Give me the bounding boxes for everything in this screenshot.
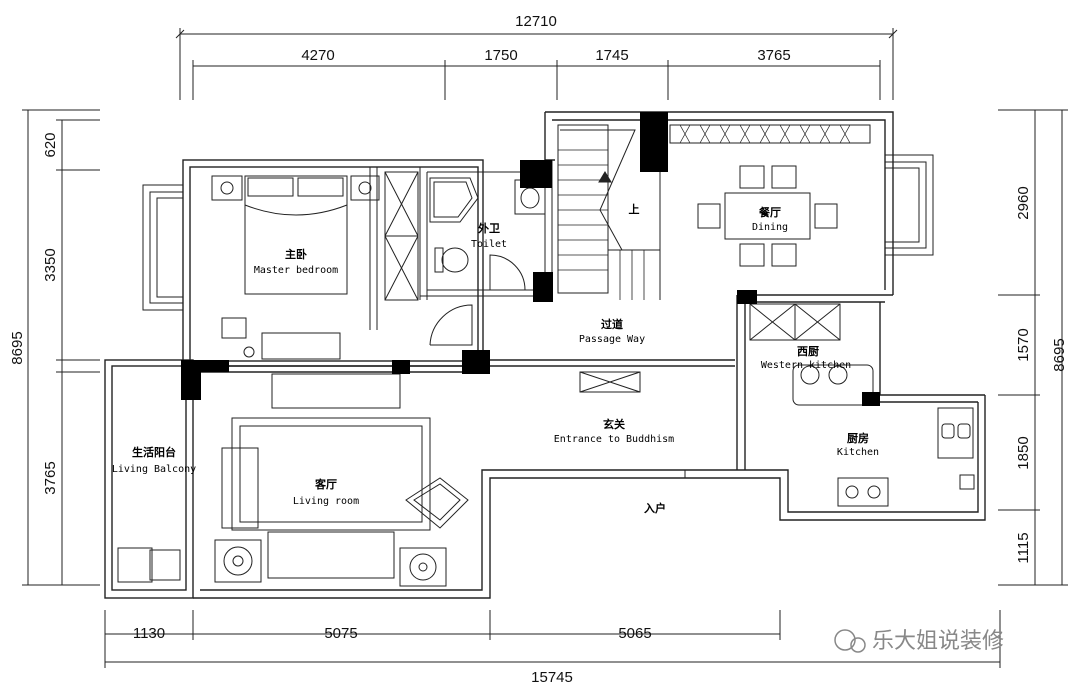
kitchen-fixtures <box>837 407 975 507</box>
dim-left-1: 620 <box>42 132 59 157</box>
bottom-dimension-lines <box>104 610 1001 668</box>
dim-bottom-1: 1130 <box>133 625 165 642</box>
wechat-icon <box>834 629 856 651</box>
western-kitchen-label-cn: 西厨 <box>797 345 819 358</box>
dim-bottom-total: 15745 <box>531 669 573 686</box>
dining-label-cn: 餐厅 <box>758 205 781 219</box>
wardrobe <box>384 171 419 301</box>
dim-right-1: 2960 <box>1015 186 1032 219</box>
dim-top-total: 12710 <box>515 13 557 30</box>
master-bed <box>211 175 380 360</box>
dim-bottom-2: 5075 <box>324 625 357 642</box>
living-room-label-cn: 客厅 <box>314 477 337 491</box>
master-bedroom-label-en: Master bedroom <box>254 265 338 276</box>
dim-right-4: 1115 <box>1015 532 1032 563</box>
staircase <box>557 124 661 300</box>
dining-cabinet <box>669 124 871 144</box>
entrance-label-en: Entrance to Buddhism <box>554 434 674 445</box>
dim-right-3: 1850 <box>1015 436 1032 469</box>
entrance-label-cn: 玄关 <box>603 417 625 431</box>
top-dimension-lines <box>175 28 898 100</box>
entry-door <box>490 469 780 479</box>
structural-columns <box>181 112 880 406</box>
western-kitchen-fixtures <box>749 303 874 406</box>
balcony-fixtures <box>117 547 181 583</box>
dimension-texts: 12710 4270 1750 1745 3765 1130 5075 5065… <box>9 13 1068 686</box>
dim-top-1: 4270 <box>301 47 334 64</box>
kitchen-label-en: Kitchen <box>837 447 879 458</box>
dining-table <box>697 165 838 267</box>
dining-label-en: Dining <box>752 222 788 233</box>
dim-top-2: 1750 <box>484 47 517 64</box>
toilet-label-en: Toilet <box>471 239 507 250</box>
left-dimension-lines <box>22 109 100 586</box>
passage-label-cn: 过道 <box>601 317 623 331</box>
kitchen-label-cn: 厨房 <box>847 431 869 445</box>
bay-window-dining <box>885 154 934 256</box>
room-labels: 主卧 Master bedroom 外卫 Toilet 上 餐厅 Dining … <box>112 202 879 515</box>
dim-right-total: 8695 <box>1051 338 1068 371</box>
entry-label-cn: 入户 <box>644 501 666 515</box>
dim-left-total: 8695 <box>9 331 26 364</box>
dim-bottom-3: 5065 <box>618 625 651 642</box>
entrance-cabinet <box>429 304 641 393</box>
watermark-text: 乐大姐说装修 <box>872 629 1004 654</box>
western-kitchen-label-en: Western kitchen <box>761 360 851 371</box>
master-bedroom-label-cn: 主卧 <box>285 247 307 261</box>
right-dimension-lines <box>998 109 1068 586</box>
dim-left-2: 3350 <box>42 248 59 281</box>
living-balcony-label-cn: 生活阳台 <box>132 445 176 459</box>
living-room-label-en: Living room <box>293 496 359 507</box>
dim-top-4: 3765 <box>757 47 790 64</box>
stairs-label-cn: 上 <box>629 202 640 216</box>
dim-right-2: 1570 <box>1015 328 1032 361</box>
watermark: 乐大姐说装修 <box>834 629 1004 654</box>
bay-window-bedroom <box>142 184 183 311</box>
living-balcony-label-en: Living Balcony <box>112 464 196 475</box>
passage-label-en: Passage Way <box>579 334 645 345</box>
toilet-label-cn: 外卫 <box>477 221 500 235</box>
dim-top-3: 1745 <box>595 47 628 64</box>
living-room-furniture <box>214 373 469 587</box>
dim-left-3: 3765 <box>42 461 59 494</box>
